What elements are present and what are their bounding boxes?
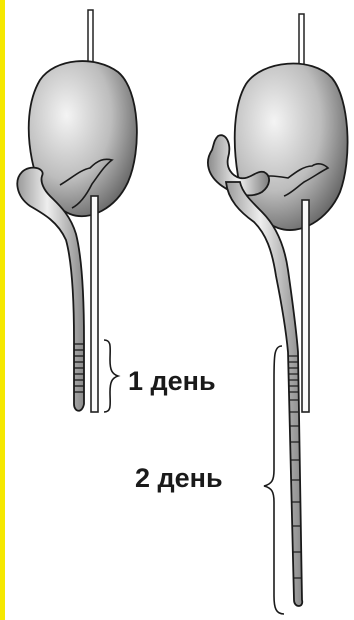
day-1-label: 1 день bbox=[128, 368, 216, 395]
support-pin-top-1 bbox=[88, 10, 93, 68]
support-rod-2 bbox=[302, 200, 309, 412]
radicle-2 bbox=[226, 182, 302, 606]
support-rod-1 bbox=[91, 196, 98, 412]
brace-day-2 bbox=[264, 346, 284, 614]
brace-day-1 bbox=[104, 340, 118, 412]
seedling-day-1 bbox=[17, 10, 137, 412]
day-2-label: 2 день bbox=[135, 465, 223, 492]
seedling-day-2 bbox=[208, 14, 348, 614]
support-pin-top-2 bbox=[299, 14, 304, 68]
